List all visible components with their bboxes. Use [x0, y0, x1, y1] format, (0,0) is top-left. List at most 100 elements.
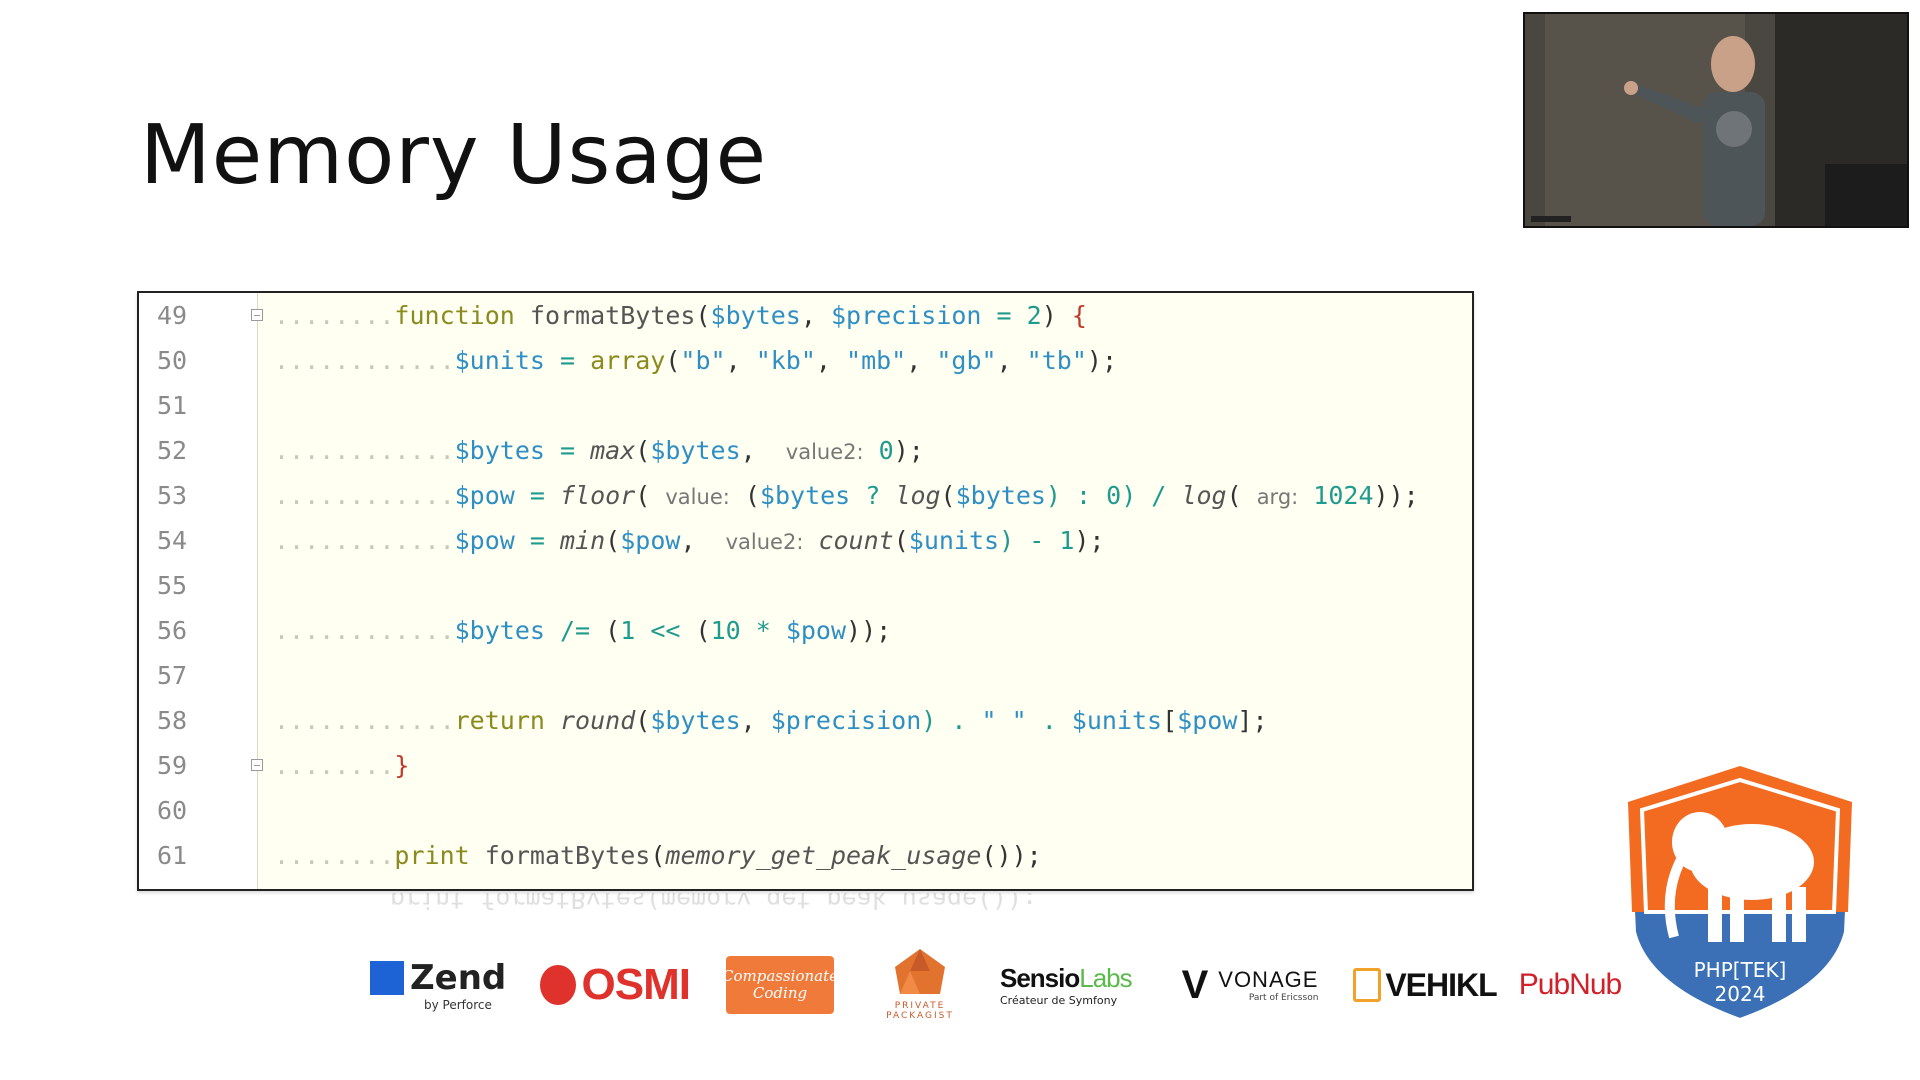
code-token: (	[1226, 481, 1257, 510]
fold-marker-icon[interactable]	[251, 309, 263, 321]
code-token: $pow	[454, 526, 515, 555]
code-token: memory_get_peak_usage	[665, 841, 982, 870]
code-token: return	[454, 706, 545, 735]
code-token: .	[1026, 706, 1072, 735]
code-token: ,	[996, 346, 1027, 375]
code-token: $precision	[830, 301, 982, 330]
code-token: ());	[981, 841, 1042, 870]
indent-whitespace-dots: ........	[274, 751, 395, 780]
code-token: (	[729, 481, 760, 510]
indent-whitespace-dots: ............	[274, 346, 455, 375]
code-token: $pow	[785, 616, 847, 645]
code-token: (	[635, 436, 651, 465]
code-token: {	[1071, 301, 1087, 330]
sensio-subtitle: Créateur de Symfony	[1000, 994, 1118, 1007]
code-token	[864, 436, 879, 465]
packagist-line1: PRIVATE	[894, 1001, 946, 1011]
code-token: 1	[620, 616, 636, 645]
code-token: $bytes	[650, 436, 741, 465]
speaker-webcam-video	[1523, 12, 1909, 228]
code-token: (	[635, 481, 666, 510]
code-token: count	[818, 526, 894, 555]
line-number: 50	[157, 346, 188, 375]
code-token: =	[514, 481, 560, 510]
code-token: " "	[981, 706, 1027, 735]
code-token: <<	[635, 616, 696, 645]
code-token: );	[893, 436, 924, 465]
packagist-elephant-icon	[895, 949, 945, 994]
line-number: 49	[157, 301, 188, 330]
indent-whitespace-dots: ............	[274, 616, 455, 645]
packagist-line2: PACKAGIST	[886, 1011, 954, 1021]
code-token: =	[514, 526, 560, 555]
reflected-code-line: print formatBytes(memory_get_peak_usage(…	[390, 893, 1038, 914]
line-number: 60	[157, 796, 188, 825]
code-token: ,	[725, 346, 756, 375]
vonage-mark-icon: V	[1181, 962, 1209, 1007]
code-token: 0	[878, 436, 894, 465]
line-number: 61	[157, 841, 188, 870]
line-number: 52	[157, 436, 188, 465]
code-token: (	[650, 841, 666, 870]
code-token: ) .	[921, 706, 982, 735]
code-token: (	[635, 706, 651, 735]
pubnub-name: PubNub	[1518, 968, 1622, 1001]
indent-whitespace-dots: ........	[274, 841, 395, 870]
code-token: "tb"	[1026, 346, 1087, 375]
code-token: "mb"	[846, 346, 907, 375]
code-token: max	[590, 436, 636, 465]
zend-icon	[370, 961, 404, 995]
code-token: "kb"	[755, 346, 816, 375]
vonage-name: VONAGE	[1218, 967, 1319, 992]
code-token	[545, 706, 560, 735]
code-token	[1298, 481, 1313, 510]
code-token: (	[605, 616, 621, 645]
code-line: 50............$units = array("b", "kb", …	[139, 338, 1472, 383]
line-number: 51	[157, 391, 188, 420]
elephant-shield-icon	[1625, 763, 1855, 1023]
code-token: (	[695, 616, 711, 645]
code-token: $bytes	[454, 436, 545, 465]
code-token: ,	[740, 436, 786, 465]
code-token: $bytes	[759, 481, 851, 510]
code-token: ) /	[1121, 481, 1182, 510]
code-token: round	[560, 706, 636, 735]
code-token: )	[1041, 301, 1072, 330]
sensiolabs-logo: SensioLabs Créateur de Symfony	[1000, 940, 1150, 1030]
code-token: );	[1074, 526, 1105, 555]
code-token: $pow	[1177, 706, 1238, 735]
indent-whitespace-dots: ............	[274, 436, 455, 465]
code-token: 0	[1106, 481, 1122, 510]
code-token: floor	[560, 481, 636, 510]
code-token: ) -	[999, 526, 1060, 555]
code-text: ............$pow = min($pow, value2: cou…	[274, 518, 1104, 565]
line-number: 56	[157, 616, 188, 645]
code-line: 51	[139, 383, 1472, 428]
code-line: 59........}	[139, 743, 1472, 788]
code-token: =	[981, 301, 1027, 330]
code-token: 1024	[1313, 481, 1374, 510]
code-token: value2:	[785, 440, 864, 464]
code-line: 55	[139, 563, 1472, 608]
slide-title: Memory Usage	[140, 108, 768, 203]
code-text: ........function formatBytes($bytes, $pr…	[274, 293, 1087, 338]
line-number: 55	[157, 571, 188, 600]
code-token: $bytes	[454, 616, 545, 645]
code-token	[470, 841, 485, 870]
code-token: formatBytes	[484, 841, 651, 870]
vonage-subtitle: Part of Ericsson	[1248, 993, 1319, 1003]
code-text: ............$bytes /= (1 << (10 * $pow))…	[274, 608, 891, 653]
code-token: "gb"	[936, 346, 997, 375]
code-token: value:	[665, 485, 730, 509]
code-token: =	[544, 346, 591, 375]
code-token: min	[560, 526, 606, 555]
fold-marker-icon[interactable]	[251, 759, 263, 771]
zend-subtitle: by Perforce	[424, 998, 492, 1012]
code-token: log	[895, 481, 941, 510]
code-token: ,	[680, 526, 726, 555]
code-token	[515, 301, 530, 330]
code-token: [	[1162, 706, 1178, 735]
code-line: 60	[139, 788, 1472, 833]
